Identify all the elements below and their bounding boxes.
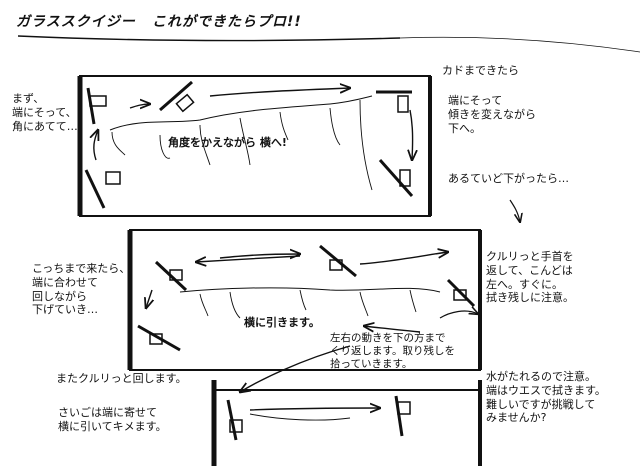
window-frame-1 — [77, 75, 432, 217]
label-angle-sideways: 角度をかえながら 横へ! — [168, 136, 287, 149]
title-left: ガラススクイジー — [16, 14, 136, 30]
water-line-2 — [179, 287, 441, 319]
squeegee-1b — [159, 80, 195, 113]
note-finish: さいごは端に寄せて 横に引いてキメます。 — [58, 406, 167, 433]
squeegee-3b — [394, 395, 411, 437]
squeegee-2a — [154, 260, 188, 292]
squeegee-3a — [226, 399, 243, 441]
squeegee-2b — [319, 244, 357, 278]
squeegee-2c — [446, 278, 476, 308]
squeegee-1d — [378, 159, 414, 197]
squeegee-1c — [376, 90, 412, 113]
squeegee-1a — [86, 87, 107, 125]
note-start: まず、 端にそって、 角にあてて… — [12, 92, 78, 133]
arrows-3 — [249, 408, 380, 421]
window-frame-2 — [127, 229, 482, 371]
arrows-1 — [94, 88, 520, 222]
note-flip-wrist: クルリっと手首を 返して、こんどは 左へ。すぐに。 拭き残しに注意。 — [486, 250, 574, 305]
note-lowered: あるていど下がったら… — [448, 172, 569, 185]
label-pull-sideways: 横に引きます。 — [244, 316, 320, 329]
note-drip-warning: 水がたれるので注意。 端はウエスで拭きます。 難しいですが挑戦して みませんか? — [486, 370, 606, 425]
label-repeat: 左右の動きを下の方まで くり返します。取り残しを 拾っていきます。 — [330, 332, 455, 371]
note-corner: カドまできたら — [442, 64, 519, 77]
squeegee-1e — [84, 169, 121, 209]
note-down: 端にそって 傾きを変えながら 下へ。 — [448, 94, 536, 135]
note-come-here: こっちまで来たら、 端に合わせて 回しながら 下げていき… — [32, 262, 131, 317]
water-line-1 — [109, 95, 373, 191]
arrows-2 — [146, 252, 478, 392]
window-frame-3 — [211, 380, 482, 466]
title-underline — [17, 35, 640, 53]
squeegee-2d — [137, 324, 181, 352]
title-right: これができたらプロ!! — [152, 14, 302, 30]
note-turn-again: またクルリっと回します。 — [56, 372, 187, 385]
